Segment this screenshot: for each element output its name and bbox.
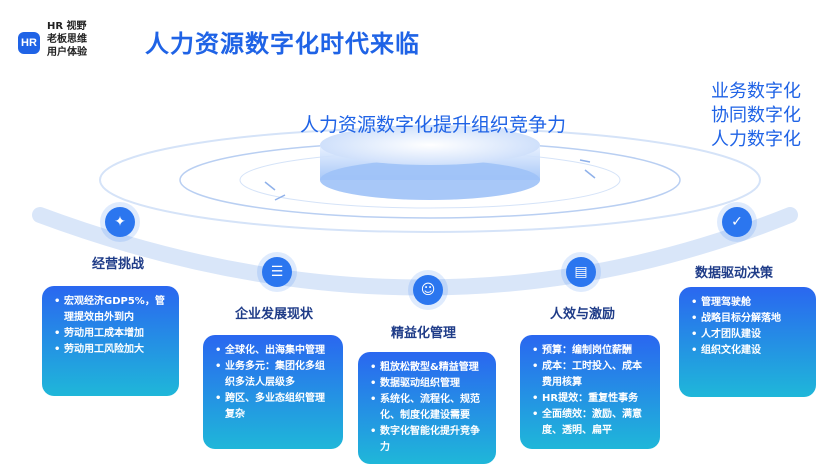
card-challenge: 宏观经济GDP5%，管理提效由外到内 劳动用工成本增加 劳动用工风险加大 xyxy=(42,286,179,396)
list-item: 人才团队建设 xyxy=(691,327,806,343)
list-item: 管理驾驶舱 xyxy=(691,295,806,311)
right-text: 业务数字化 协同数字化 人力数字化 xyxy=(711,80,801,152)
card-efficiency: 预算：编制岗位薪酬 成本：工时投入、成本费用核算 HR提效：重复性事务 全面绩效… xyxy=(520,335,660,449)
users-icon: ☺ xyxy=(413,275,443,305)
list-item: 全面绩效：激励、满意度、透明、扁平 xyxy=(532,407,650,439)
node-label: 数据驱动决策 xyxy=(695,266,774,281)
list-item: 宏观经济GDP5%，管理提效由外到内 xyxy=(54,294,169,326)
node-label: 精益化管理 xyxy=(391,326,457,341)
brand-logo: HR xyxy=(18,32,40,54)
right-line: 协同数字化 xyxy=(711,105,801,126)
list-item: 组织文化建设 xyxy=(691,343,806,359)
brand-text: HR 视野 老板思维 用户体验 xyxy=(47,20,87,59)
lightbulb-icon: ✦ xyxy=(105,207,135,237)
list-item: 数据驱动组织管理 xyxy=(370,376,486,392)
card-decision: 管理驾驶舱 战略目标分解落地 人才团队建设 组织文化建设 xyxy=(679,287,816,397)
page-title: 人力资源数字化时代来临 xyxy=(145,30,420,58)
list-item: 成本：工时投入、成本费用核算 xyxy=(532,359,650,391)
list-item: 劳动用工风险加大 xyxy=(54,342,169,358)
node-label: 经营挑战 xyxy=(92,257,145,272)
list-item: 系统化、流程化、规范化、制度化建设需要 xyxy=(370,392,486,424)
list-item: 跨区、多业态组织管理复杂 xyxy=(215,391,333,423)
card-status: 全球化、出海集中管理 业务多元：集团化多组织多法人层级多 跨区、多业态组织管理复… xyxy=(203,335,343,449)
card-lean: 粗放松散型&精益管理 数据驱动组织管理 系统化、流程化、规范化、制度化建设需要 … xyxy=(358,352,496,464)
brand-line: 用户体验 xyxy=(47,47,87,58)
right-line: 人力数字化 xyxy=(711,129,801,150)
node-label: 企业发展现状 xyxy=(235,307,314,322)
list-item: 战略目标分解落地 xyxy=(691,311,806,327)
list-item: 劳动用工成本增加 xyxy=(54,326,169,342)
node-label: 人效与激励 xyxy=(550,307,616,322)
list-item: HR提效：重复性事务 xyxy=(532,391,650,407)
file-icon: ▤ xyxy=(566,257,596,287)
subtitle: 人力资源数字化提升组织竞争力 xyxy=(300,114,567,136)
list-item: 全球化、出海集中管理 xyxy=(215,343,333,359)
right-line: 业务数字化 xyxy=(711,81,801,102)
checklist-icon: ✓ xyxy=(722,207,752,237)
list-item: 粗放松散型&精益管理 xyxy=(370,360,486,376)
list-item: 预算：编制岗位薪酬 xyxy=(532,343,650,359)
brand-line: 老板思维 xyxy=(47,34,87,45)
list-item: 数字化智能化提升竞争力 xyxy=(370,424,486,456)
list-item: 业务多元：集团化多组织多法人层级多 xyxy=(215,359,333,391)
document-icon: ☰ xyxy=(262,257,292,287)
brand-line: HR 视野 xyxy=(47,21,87,32)
